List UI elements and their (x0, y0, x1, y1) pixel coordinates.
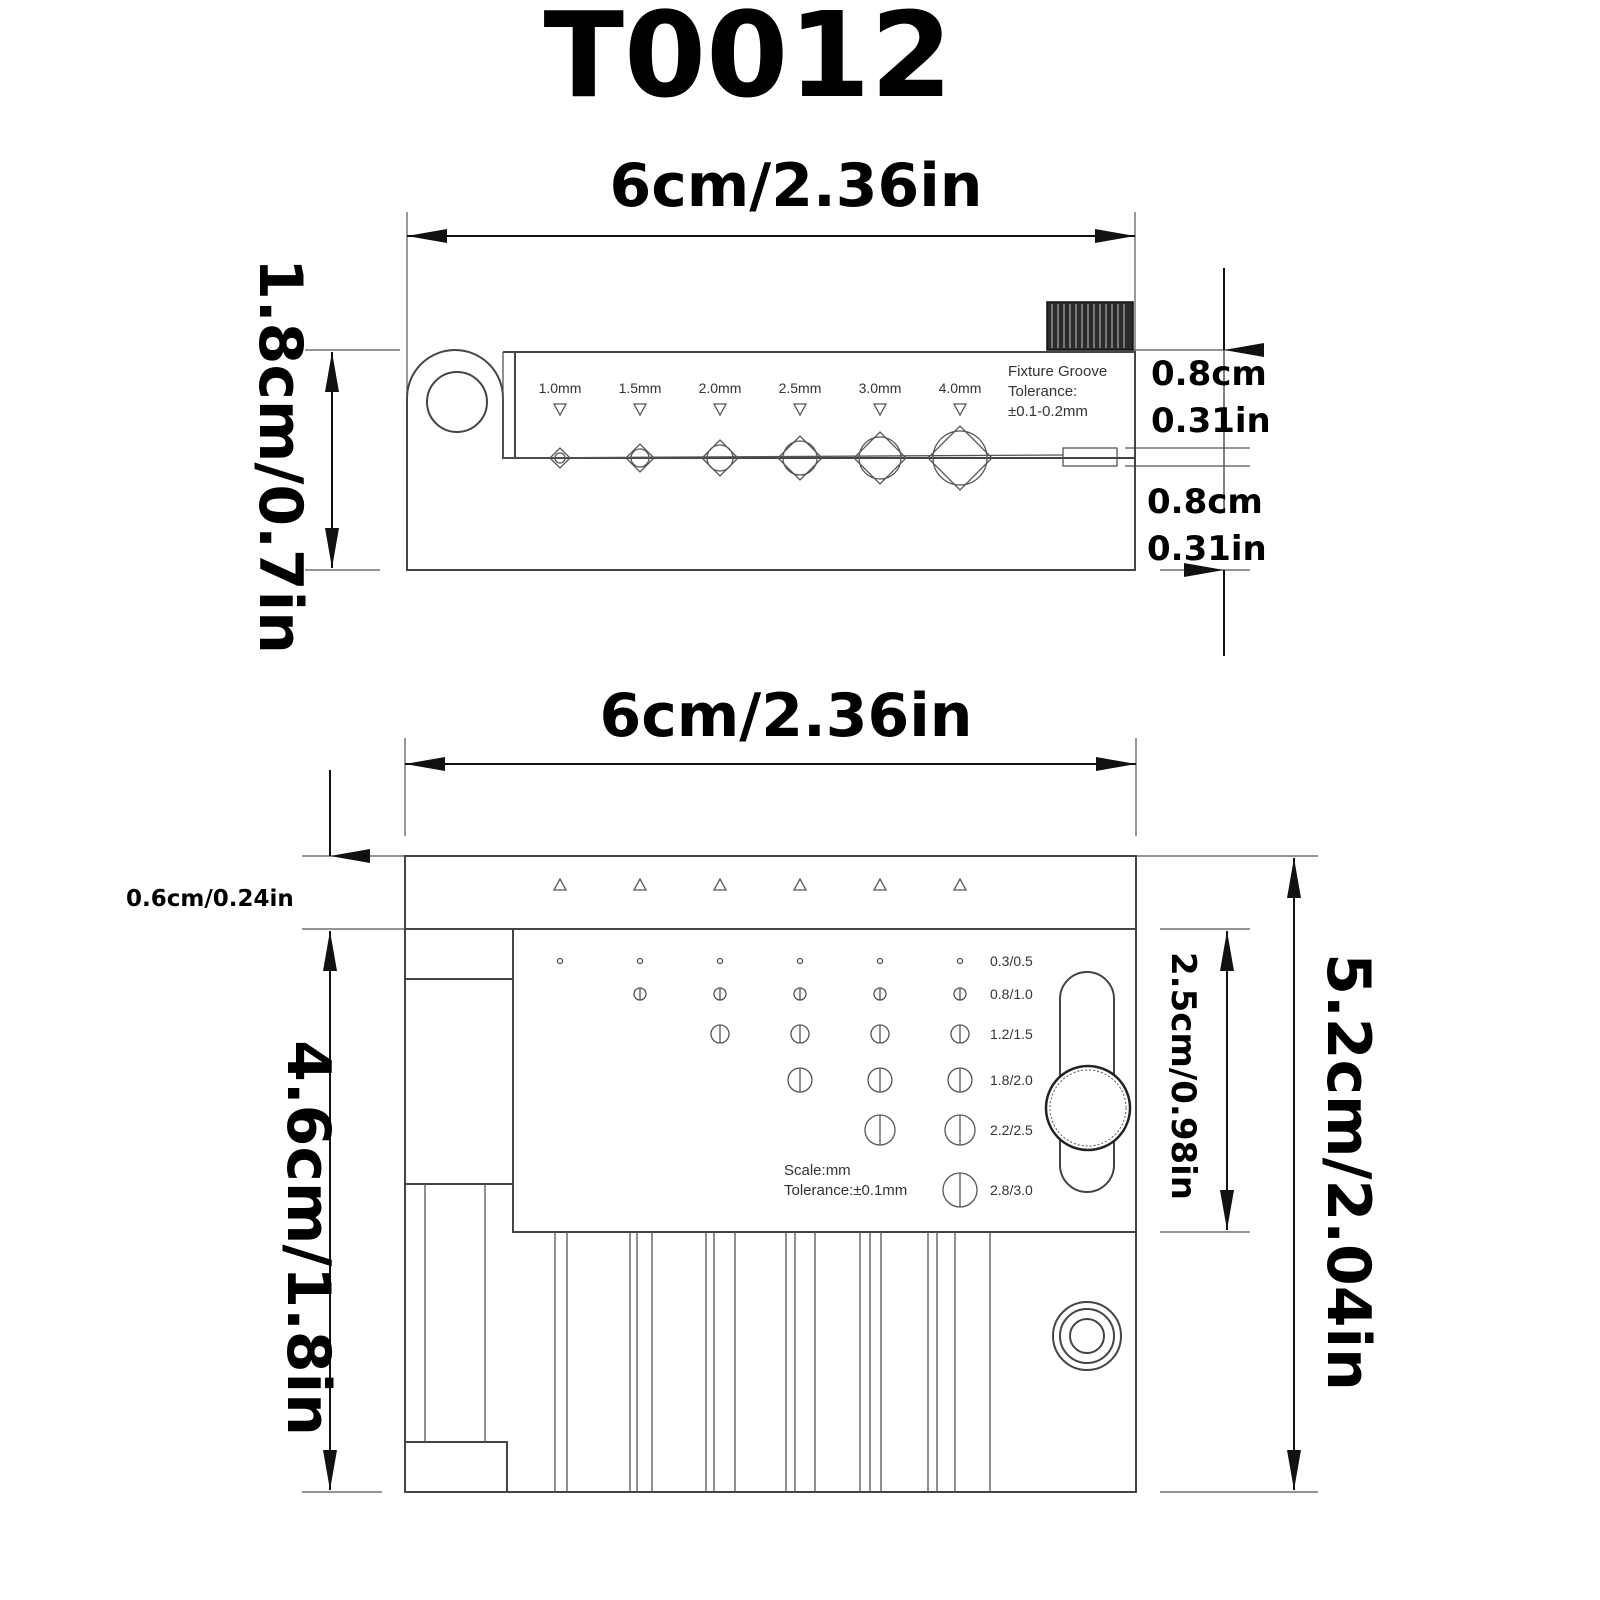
groove-note-line-3: ±0.1-0.2mm (1008, 403, 1088, 420)
groove-marker-triangle (632, 403, 648, 417)
top-knurled-knob (1046, 301, 1134, 351)
top-width-label: 6cm/2.36in (609, 151, 982, 221)
gauge-hole (716, 957, 724, 965)
groove-diamond (927, 425, 993, 491)
bottom-top-notch (405, 929, 514, 980)
groove-hole (706, 444, 734, 472)
top-gauge-plate (514, 351, 1136, 459)
scale-note-line-2: Tolerance:±0.1mm (784, 1182, 907, 1199)
groove-diamond (853, 431, 907, 485)
top-upper-label-in: 0.31in (1151, 401, 1271, 441)
rail-triangles (552, 877, 968, 891)
groove-hole (932, 430, 988, 486)
hole-row-label: 0.8/1.0 (990, 986, 1033, 1002)
groove-note-line-2: Tolerance: (1008, 383, 1077, 400)
groove-hole (782, 440, 818, 476)
total-height-label: 5.2cm/2.04in (1313, 953, 1383, 1391)
bottom-groove-lines (554, 1232, 991, 1492)
body-height-label: 4.6cm/1.8in (273, 1040, 343, 1436)
bottom-part-outline (404, 855, 1137, 1493)
bottom-left-block-top (405, 1183, 514, 1232)
rail-triangle (632, 877, 648, 891)
knob-body (1046, 301, 1134, 351)
groove-diamond (625, 443, 655, 473)
top-lower-label-cm: 0.8cm (1147, 482, 1263, 522)
hole-row-label: 1.2/1.5 (990, 1026, 1033, 1042)
adjust-knob (1044, 1064, 1132, 1152)
groove-hole (630, 448, 650, 468)
scale-note-line-1: Scale:mm (784, 1162, 851, 1179)
groove-hole (554, 452, 566, 464)
mounting-hole-inner (1069, 1318, 1105, 1354)
page-title: T0012 (544, 0, 953, 124)
knob-knurling (1051, 304, 1125, 348)
groove-note-line-1: Fixture Groove (1008, 363, 1107, 380)
gauge-hole (876, 957, 884, 965)
groove-marker-triangle (712, 403, 728, 417)
gauge-hole (556, 957, 564, 965)
rail-triangle (552, 877, 568, 891)
hole-row-label: 2.8/3.0 (990, 1182, 1033, 1198)
hole-row-label: 1.8/2.0 (990, 1072, 1033, 1088)
gauge-hole (796, 957, 804, 965)
rail-triangle (792, 877, 808, 891)
groove-hole (858, 436, 902, 480)
hole-row-label: 2.2/2.5 (990, 1122, 1033, 1138)
top-pivot-hole (426, 371, 488, 433)
groove-size-label: 2.0mm (699, 380, 742, 396)
gauge-hole (636, 957, 644, 965)
mounting-hole-outer (1052, 1301, 1122, 1371)
top-side-slot (1062, 447, 1118, 467)
groove-diamond (549, 447, 571, 469)
gauge-hole (956, 957, 964, 965)
groove-size-label: 1.0mm (539, 380, 582, 396)
top-view: 6cm/2.36in 1.8cm/0.7in 0.8cm 0.31in 0.8c… (245, 151, 1271, 656)
bottom-width-label: 6cm/2.36in (599, 681, 972, 751)
gauge-height-label: 2.5cm/0.98in (1163, 952, 1203, 1200)
groove-marker-triangle (952, 403, 968, 417)
hole-grid: 0.3/0.5 0.8/1.0 1.2/1.5 1.8/2.0 2.2/2.5 2.8/3… (556, 953, 1033, 1208)
rail-label: 0.6cm/0.24in (126, 886, 294, 912)
groove-size-label: 4.0mm (939, 380, 982, 396)
bottom-left-foot (404, 1441, 508, 1493)
top-lower-label-in: 0.31in (1147, 529, 1267, 569)
top-upper-label-cm: 0.8cm (1151, 354, 1267, 394)
groove-marker-triangle (872, 403, 888, 417)
rail-triangle (712, 877, 728, 891)
adjust-knob-knurl (1049, 1069, 1127, 1147)
top-height-label: 1.8cm/0.7in (245, 258, 315, 654)
groove-size-label: 3.0mm (859, 380, 902, 396)
hole-row-label: 0.3/0.5 (990, 953, 1033, 969)
groove-marker-triangle (552, 403, 568, 417)
groove-size-label: 1.5mm (619, 380, 662, 396)
rail-triangle (952, 877, 968, 891)
groove-size-label: 2.5mm (779, 380, 822, 396)
mounting-hole-mid (1059, 1308, 1115, 1364)
rail-triangle (872, 877, 888, 891)
bottom-view: 6cm/2.36in 0.6cm/0.24in 4.6cm/1.8in 2.5c… (126, 681, 1383, 1493)
groove-marker-triangle (792, 403, 808, 417)
top-grooves: 1.0mm 1.5mm 2.0mm 2.5mm 3.0mm 4.0mm (539, 380, 993, 491)
